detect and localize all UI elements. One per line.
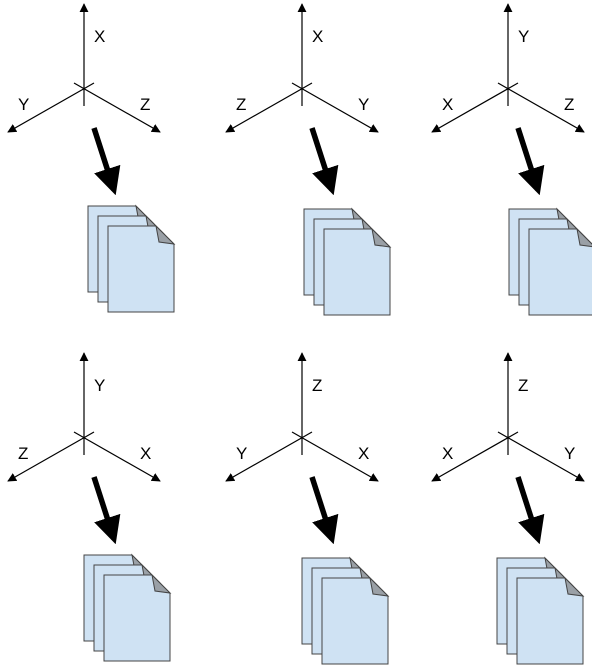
page-fold xyxy=(576,227,592,248)
axis-left-line xyxy=(7,82,95,133)
document-page-front xyxy=(516,577,584,665)
axis-up-label: Y xyxy=(94,376,105,395)
document-page-front xyxy=(103,574,171,662)
axis-left-label: Z xyxy=(18,444,28,463)
document-stack-icon xyxy=(87,204,176,313)
axis-up-label: Y xyxy=(518,27,529,46)
axis-panel: X Y Z xyxy=(7,3,176,313)
axis-left-label: Z xyxy=(236,95,246,114)
page-fold xyxy=(371,227,392,248)
document-stack-icon xyxy=(508,207,592,316)
arrow-down-right-icon xyxy=(515,127,545,196)
document-stack-icon xyxy=(496,556,585,665)
page-fold xyxy=(155,224,176,245)
axis-right-label: Y xyxy=(564,444,575,463)
axis-left-line xyxy=(7,431,95,482)
axis-right-line xyxy=(497,82,585,133)
axis-left-label: Y xyxy=(236,444,247,463)
arrow-down-right-icon xyxy=(91,127,121,196)
axis-right-line xyxy=(291,431,379,482)
document-page-front xyxy=(107,225,175,313)
axis-panel: Y Z X xyxy=(7,352,172,662)
axis-up-label: Z xyxy=(312,376,322,395)
arrow-down-right-icon xyxy=(309,476,339,545)
page-fold xyxy=(564,576,585,597)
axis-left-label: X xyxy=(442,444,453,463)
document-stack-icon xyxy=(303,207,392,316)
axis-right-label: X xyxy=(140,444,151,463)
axis-left-line xyxy=(225,82,313,133)
document-stack-icon xyxy=(301,556,390,665)
document-page-front xyxy=(528,228,592,316)
axis-right-label: X xyxy=(358,444,369,463)
arrow-down-right-icon xyxy=(309,127,339,196)
page-fold xyxy=(369,576,390,597)
axis-right-label: Y xyxy=(358,95,369,114)
axis-right-line xyxy=(497,431,585,482)
axis-right-label: Z xyxy=(564,95,574,114)
axis-right-label: Z xyxy=(140,95,150,114)
page-fold xyxy=(151,573,172,594)
document-stack-icon xyxy=(83,553,172,662)
axis-panel: Y X Z xyxy=(431,3,592,316)
axis-left-line xyxy=(225,431,313,482)
arrow-down-right-icon xyxy=(91,476,121,545)
axis-right-line xyxy=(73,82,161,133)
axis-up-label: X xyxy=(94,27,105,46)
axis-left-label: Y xyxy=(18,95,29,114)
axis-panel: X Z Y xyxy=(225,3,392,316)
document-page-front xyxy=(323,228,391,316)
axis-left-line xyxy=(431,82,519,133)
axis-panel: Z X Y xyxy=(431,352,585,665)
arrow-down-right-icon xyxy=(515,476,545,545)
axis-up-label: X xyxy=(312,27,323,46)
axis-right-line xyxy=(73,431,161,482)
axis-panel: Z Y X xyxy=(225,352,390,665)
axis-left-label: X xyxy=(442,95,453,114)
axis-right-line xyxy=(291,82,379,133)
document-page-front xyxy=(321,577,389,665)
axis-left-line xyxy=(431,431,519,482)
axis-up-label: Z xyxy=(518,376,528,395)
